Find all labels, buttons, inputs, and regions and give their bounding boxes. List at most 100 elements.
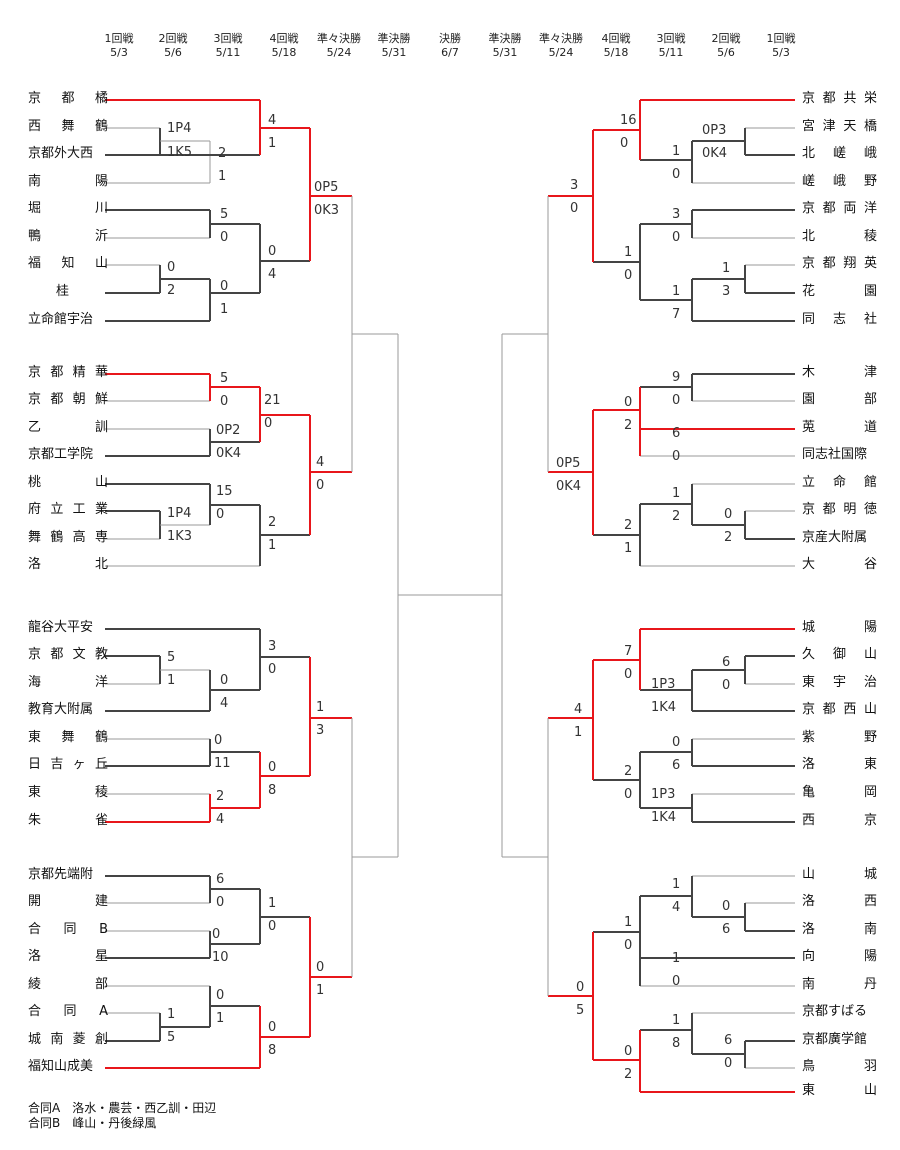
score-label: 4 [268,267,277,282]
score-label: 15 [216,484,233,499]
score-label: 1 [268,136,277,151]
score-label: 1 [722,261,731,276]
team-name-right: 洛 東 [802,757,877,772]
round-header-date: 5/3 [110,46,128,59]
score-label: 1 [672,877,681,892]
team-name-left: 朱 雀 [28,813,108,828]
score-label: 2 [624,764,633,779]
round-header-name: 3回戦 [213,32,243,45]
score-label: 0 [672,167,681,182]
round-header-name: 準決勝 [377,32,411,45]
round-header-date: 5/18 [271,46,297,59]
score-label: 5 [576,1003,585,1018]
team-name-right: 洛 西 [802,894,877,909]
score-label: 4 [574,702,583,717]
score-label: 0K3 [314,203,340,218]
team-name-left: 舞 鶴 高 専 [28,530,108,545]
score-label: 0 [724,507,733,522]
team-name-left: 桂 [56,284,70,299]
team-name-right: 大 谷 [802,557,877,572]
score-label: 6 [724,1033,733,1048]
score-label: 0 [316,478,325,493]
team-name-left: 堀 川 [28,201,108,216]
round-header-date: 5/24 [326,46,352,59]
team-name-right: 向 陽 [802,949,877,964]
score-label: 0 [268,1020,277,1035]
score-label: 0 [268,244,277,259]
team-name-left: 海 洋 [28,675,108,690]
round-header-date: 5/18 [603,46,629,59]
team-name-left: 京 都 文 教 [28,647,108,662]
round-header-date: 5/31 [381,46,407,59]
score-label: 9 [672,370,681,385]
footnote: 合同A 洛水・農芸・西乙訓・田辺 [28,1101,217,1115]
team-name-left: 合 同 A [28,1004,108,1019]
score-label: 11 [214,756,231,771]
team-name-right: 京 都 両 洋 [802,201,877,216]
score-label: 2 [624,418,633,433]
team-name-left: 乙 訓 [28,420,108,435]
team-name-left: 京都先端附 [28,867,94,882]
score-label: 1 [167,1007,176,1022]
round-header-name: 準々決勝 [317,32,361,45]
round-header-name: 2回戦 [158,32,188,45]
score-label: 1 [268,896,277,911]
round-header-name: 準々決勝 [539,32,583,45]
score-label: 5 [220,207,229,222]
score-label: 1P4 [167,506,192,521]
round-header-name: 4回戦 [269,32,299,45]
team-name-right: 南 丹 [802,977,877,992]
score-label: 6 [216,872,225,887]
score-label: 0 [220,279,229,294]
footnote: 合同B 峰山・丹後緑風 [28,1116,157,1130]
team-name-right: 北 嵯 峨 [802,146,877,161]
round-header-date: 5/3 [772,46,790,59]
score-label: 5 [167,1030,176,1045]
score-label: 0P2 [216,423,241,438]
score-label: 1K5 [167,145,193,160]
score-label: 1K4 [651,810,677,825]
score-label: 0 [672,974,681,989]
score-label: 2 [218,146,227,161]
team-name-right: 久 御 山 [802,647,877,662]
score-label: 5 [220,371,229,386]
score-label: 0 [220,230,229,245]
team-name-right: 山 城 [802,867,877,882]
round-header-name: 2回戦 [711,32,741,45]
team-name-right: 立 命 館 [802,475,877,490]
score-label: 1 [672,951,681,966]
score-label: 7 [624,644,633,659]
team-name-left: 桃 山 [28,475,108,490]
team-name-left: 福 知 山 [28,256,108,271]
team-name-left: 府 立 工 業 [28,502,108,517]
score-label: 1 [624,245,633,260]
score-label: 3 [570,178,579,193]
score-label: 8 [268,783,277,798]
team-name-right: 京 都 共 栄 [802,91,877,106]
round-header-date: 5/6 [717,46,735,59]
team-name-left: 京 都 朝 鮮 [28,392,108,407]
team-name-right: 嵯 峨 野 [802,174,877,189]
score-label: 0 [570,201,579,216]
round-header-name: 準決勝 [488,32,522,45]
team-name-right: 亀 岡 [802,785,877,800]
score-label: 16 [620,113,637,128]
team-name-right: 紫 野 [802,730,877,745]
team-name-left: 京都工学院 [28,447,94,462]
team-name-left: 京都外大西 [28,146,94,161]
score-label: 3 [268,639,277,654]
score-label: 0 [216,988,225,1003]
round-header-name: 1回戦 [766,32,796,45]
score-label: 0 [576,980,585,995]
round-header-name: 1回戦 [104,32,134,45]
score-label: 6 [672,426,681,441]
team-name-left: 東 舞 鶴 [28,730,108,745]
team-name-left: 鴨 沂 [28,229,108,244]
team-name-left: 開 建 [28,894,108,909]
score-label: 1 [218,169,227,184]
score-label: 0 [624,395,633,410]
score-label: 0 [672,230,681,245]
team-name-right: 宮 津 天 橋 [802,119,877,134]
team-name-right: 京 都 西 山 [802,702,877,717]
team-name-left: 東 稜 [28,785,108,800]
